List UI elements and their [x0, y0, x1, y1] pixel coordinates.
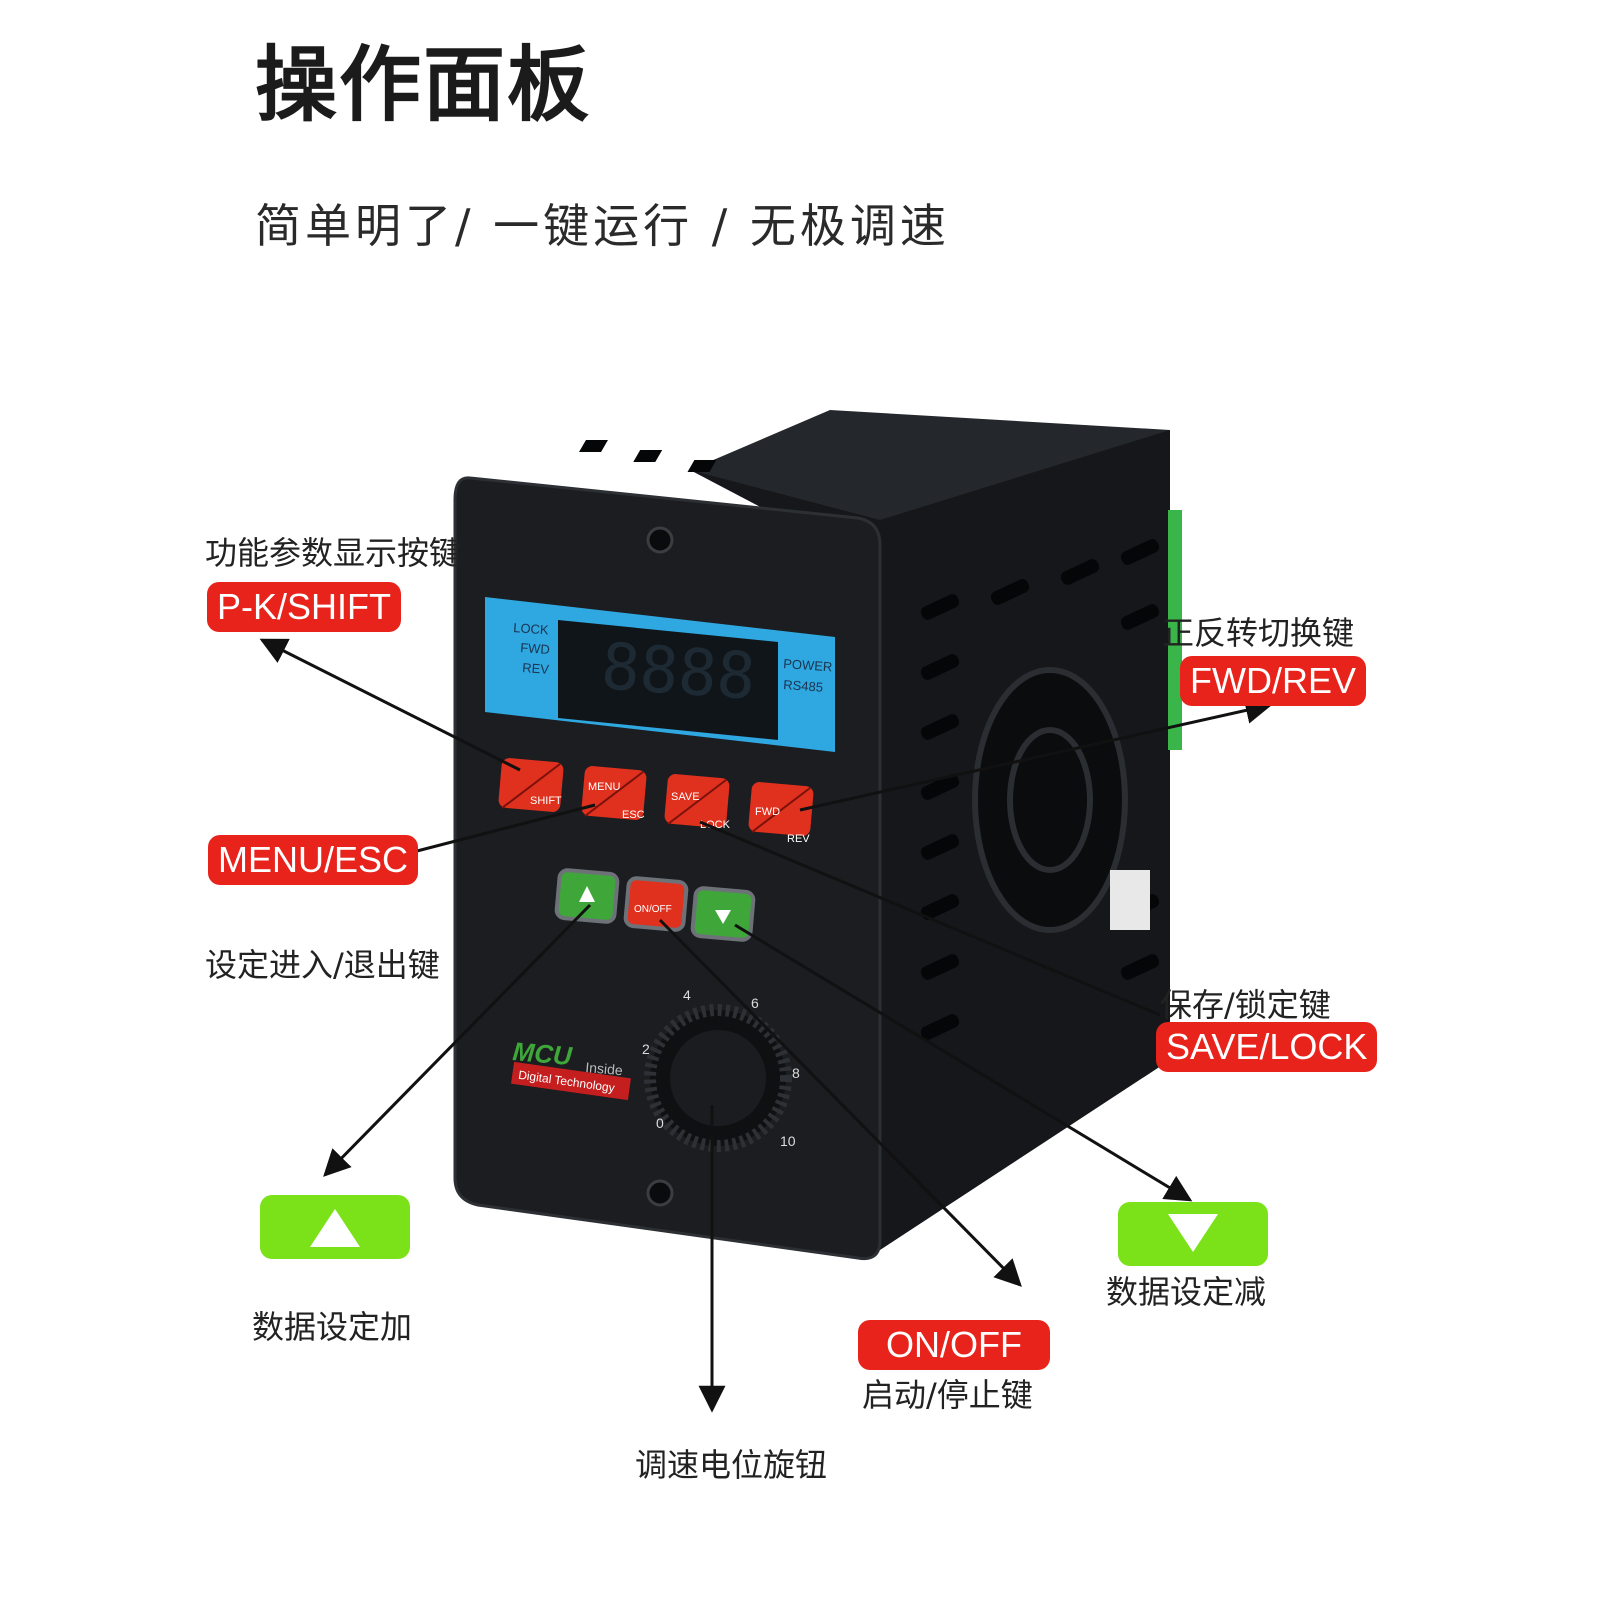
down-callout-badge — [1118, 1202, 1268, 1266]
dial-tick-10: 10 — [780, 1133, 796, 1149]
bottom-screw — [646, 1179, 674, 1207]
indicator-rs485: RS485 — [783, 677, 824, 695]
up-callout-badge — [260, 1195, 410, 1259]
key-esc-bottom: ESC — [622, 809, 645, 821]
knob-caption: 调速电位旋钮 — [635, 1446, 828, 1484]
key-lock-bottom: LOCK — [700, 819, 731, 831]
dial-tick-4: 4 — [683, 987, 691, 1003]
indicator-rev: REV — [522, 660, 550, 677]
key-fwd-top: FWD — [755, 806, 780, 818]
down-caption: 数据设定减 — [1106, 1273, 1267, 1311]
key-save-top: SAVE — [671, 791, 700, 803]
housing-side — [690, 430, 1170, 1250]
page-subtitle: 简单明了/ 一键运行 / 无极调速 — [255, 199, 950, 253]
up-triangle-icon — [310, 1209, 360, 1247]
pk-shift-label: P-K/SHIFT — [207, 582, 402, 632]
indicator-lock: LOCK — [513, 620, 550, 637]
save-lock-label: SAVE/LOCK — [1156, 1022, 1378, 1072]
dial-tick-0: 0 — [656, 1115, 664, 1131]
lcd-screen — [558, 620, 778, 740]
key-menu-top: MENU — [588, 781, 620, 793]
dial-tick-6: 6 — [751, 995, 759, 1011]
label-sticker — [1110, 870, 1150, 930]
key-on-off — [623, 876, 689, 932]
key-on-off-text: ON/OFF — [634, 904, 672, 915]
page-title: 操作面板 — [255, 38, 592, 133]
fwd-rev-caption: 正反转切换键 — [1162, 614, 1355, 652]
on-off-caption: 启动/停止键 — [862, 1376, 1033, 1414]
fan — [972, 667, 1128, 933]
menu-esc-caption: 设定进入/退出键 — [205, 946, 440, 984]
indicator-power: POWER — [783, 656, 833, 674]
indicator-fwd: FWD — [520, 640, 551, 657]
key-shift-bottom: SHIFT — [530, 795, 562, 807]
key-rev-bottom: REV — [787, 833, 810, 845]
lcd-digits: 8888 — [599, 630, 758, 715]
top-screw — [646, 526, 674, 554]
housing-top — [690, 410, 1170, 520]
fwd-rev-label: FWD/REV — [1180, 656, 1366, 706]
down-arrow-icon — [715, 910, 731, 924]
dial-tick-2: 2 — [642, 1041, 650, 1057]
on-off-label: ON/OFF — [858, 1320, 1050, 1370]
up-caption: 数据设定加 — [252, 1308, 413, 1346]
front-panel — [453, 476, 882, 1261]
brand-banner — [511, 1061, 631, 1101]
save-lock-caption: 保存/锁定键 — [1160, 986, 1331, 1024]
menu-esc-label: MENU/ESC — [208, 835, 419, 885]
top-vents — [579, 440, 717, 472]
down-triangle-icon — [1168, 1214, 1218, 1252]
terminal-block — [1168, 510, 1182, 750]
red-keys: SHIFT MENU ESC SAVE LOCK FWD REV — [498, 758, 814, 845]
pk-shift-caption: 功能参数显示按键 — [205, 534, 462, 572]
callout-arrows — [259, 638, 1273, 1413]
up-arrow-icon — [579, 886, 595, 902]
dial-tick-8: 8 — [792, 1065, 800, 1081]
